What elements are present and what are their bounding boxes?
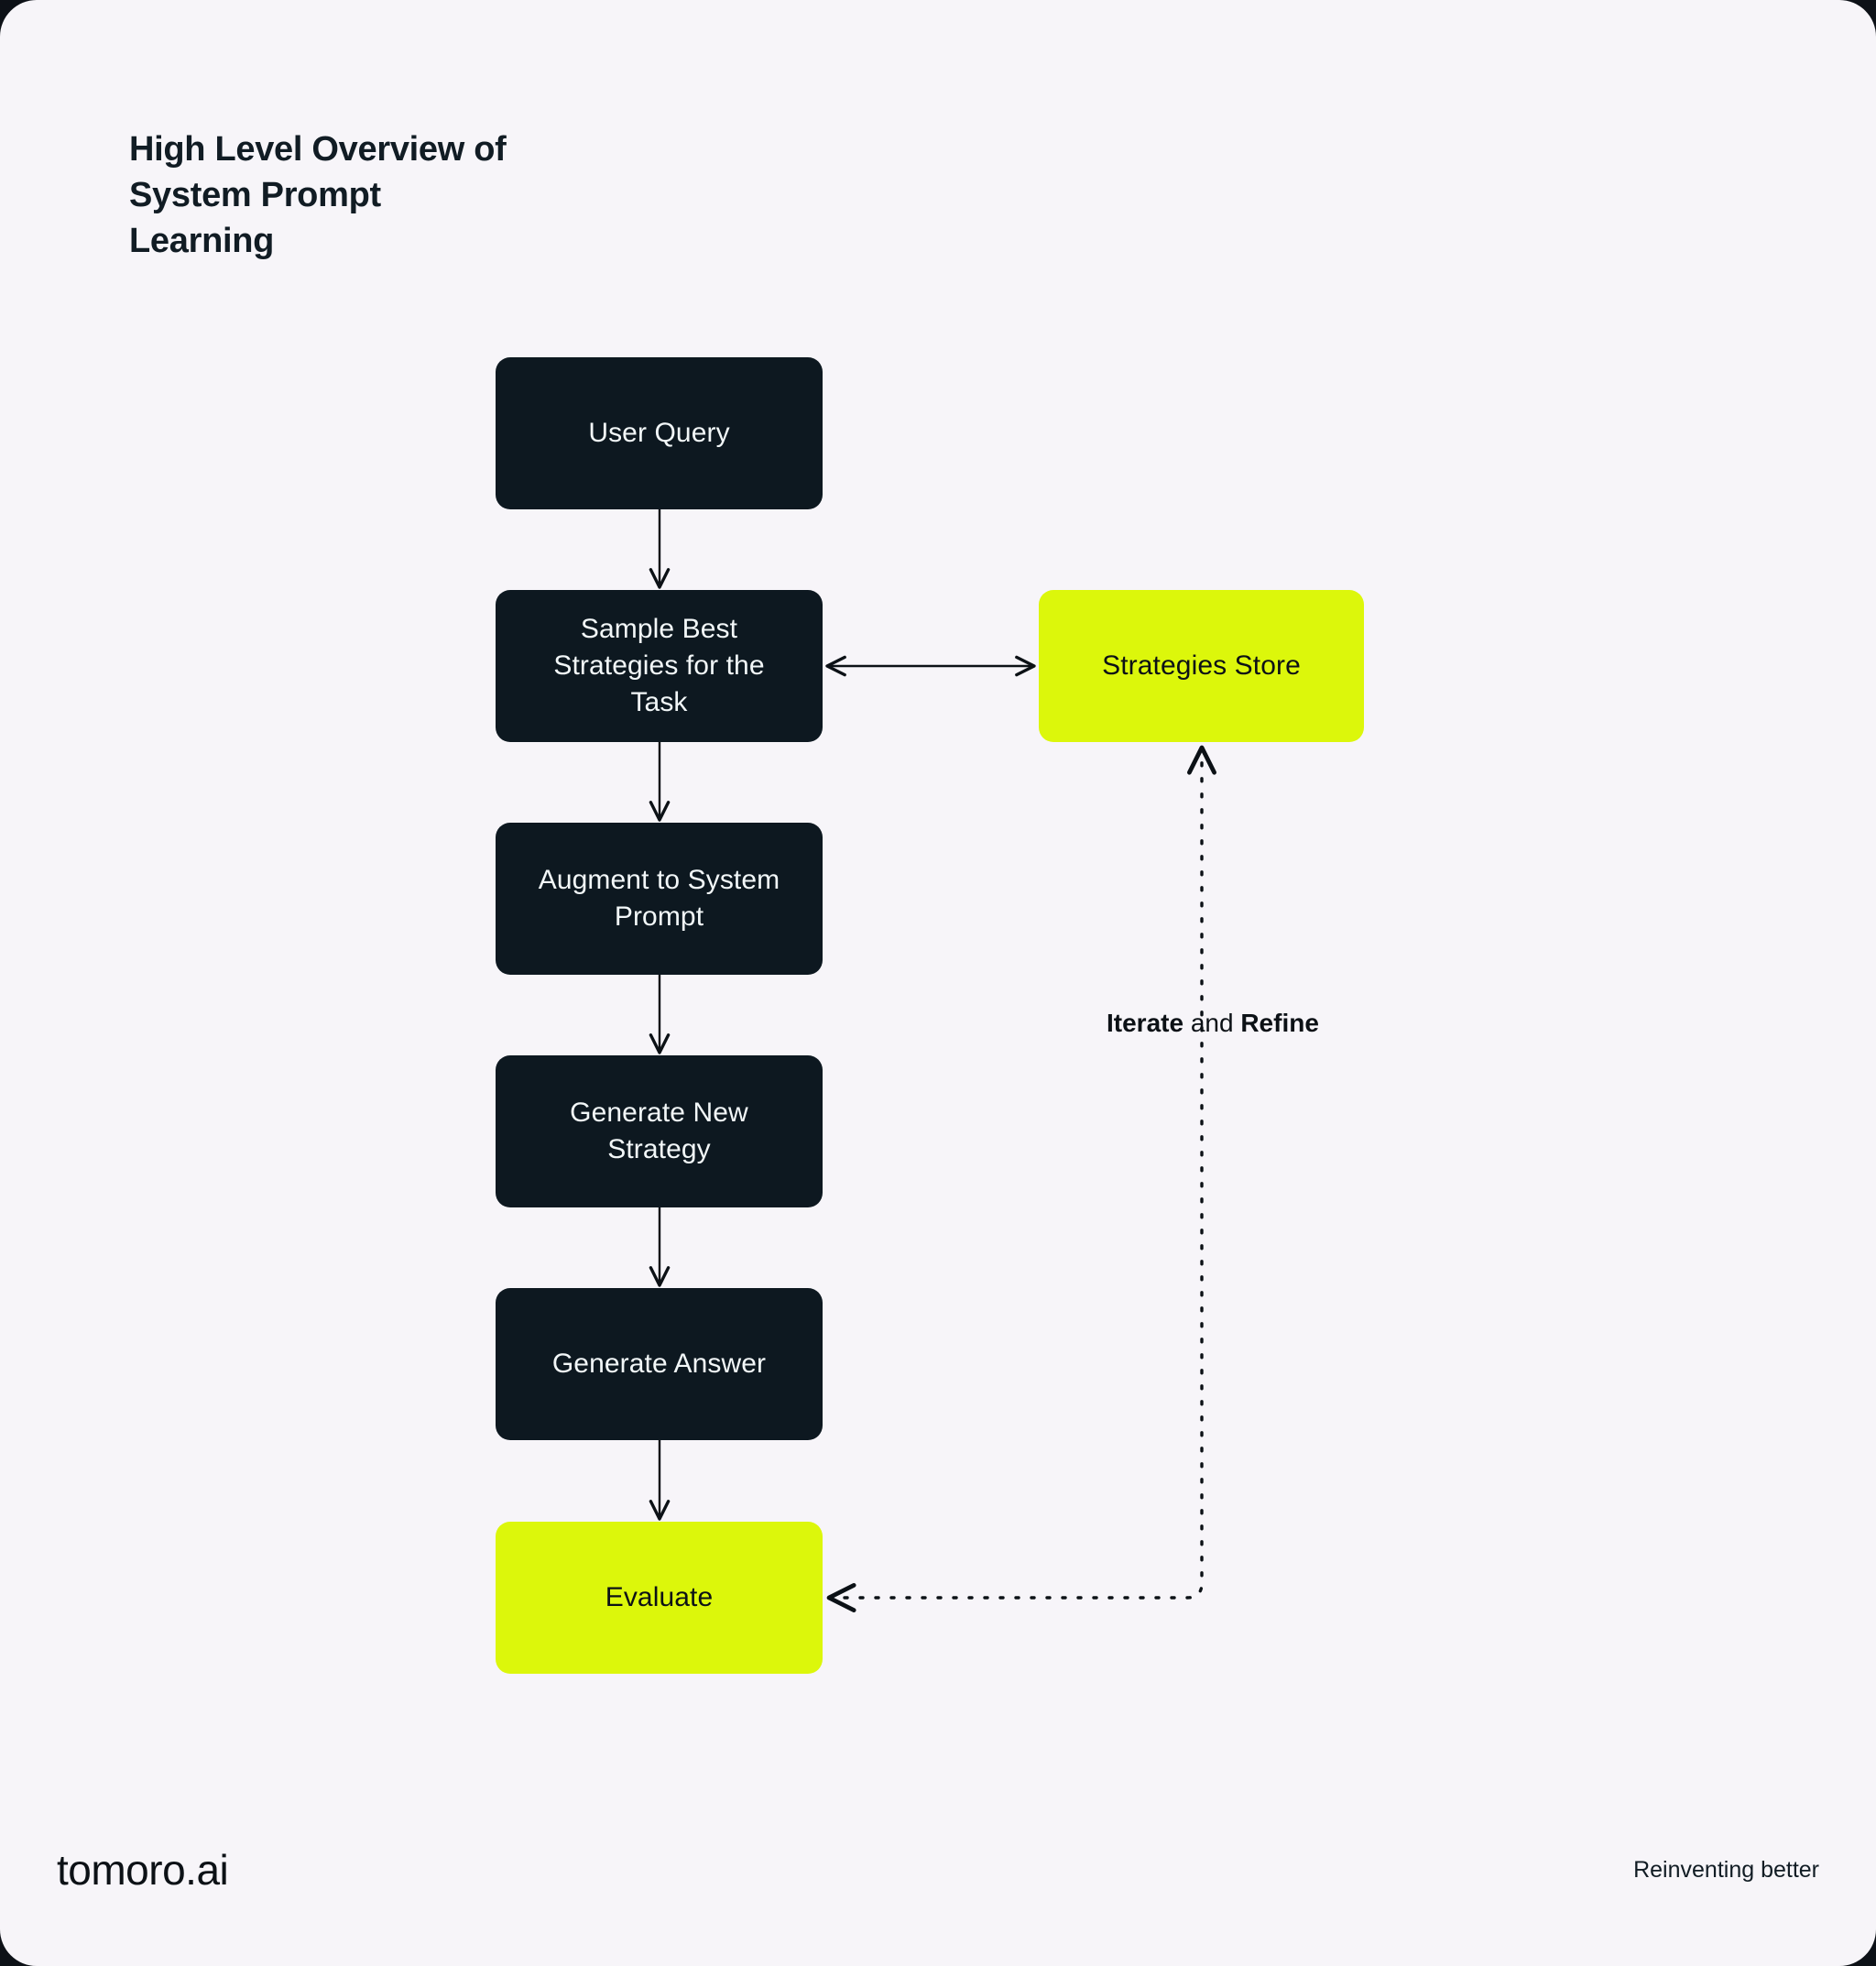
edge-label-bold-iterate: Iterate (1107, 1009, 1184, 1037)
page-title: High Level Overview of System Prompt Lea… (129, 130, 507, 261)
edge-label-bold-refine: Refine (1240, 1009, 1319, 1037)
node-sample-best-strategies[interactable]: Sample Best Strategies for the Task (496, 590, 823, 742)
tomoro-logo: tomoro.ai (57, 1846, 229, 1894)
node-augment-to-system-prompt[interactable]: Augment to System Prompt (496, 823, 823, 975)
node-generate-new-strategy[interactable]: Generate New Strategy (496, 1055, 823, 1207)
node-user-query[interactable]: User Query (496, 357, 823, 509)
node-strategies-store[interactable]: Strategies Store (1039, 590, 1364, 742)
footer-tagline: Reinventing better (1633, 1857, 1819, 1883)
edge-evaluate-to-store-dotted (826, 745, 1216, 1612)
node-generate-answer[interactable]: Generate Answer (496, 1288, 823, 1440)
node-evaluate[interactable]: Evaluate (496, 1522, 823, 1674)
edge-label-plain-and: and (1183, 1009, 1241, 1037)
edge-label-iterate-and-refine: Iterate and Refine (1107, 1009, 1319, 1038)
